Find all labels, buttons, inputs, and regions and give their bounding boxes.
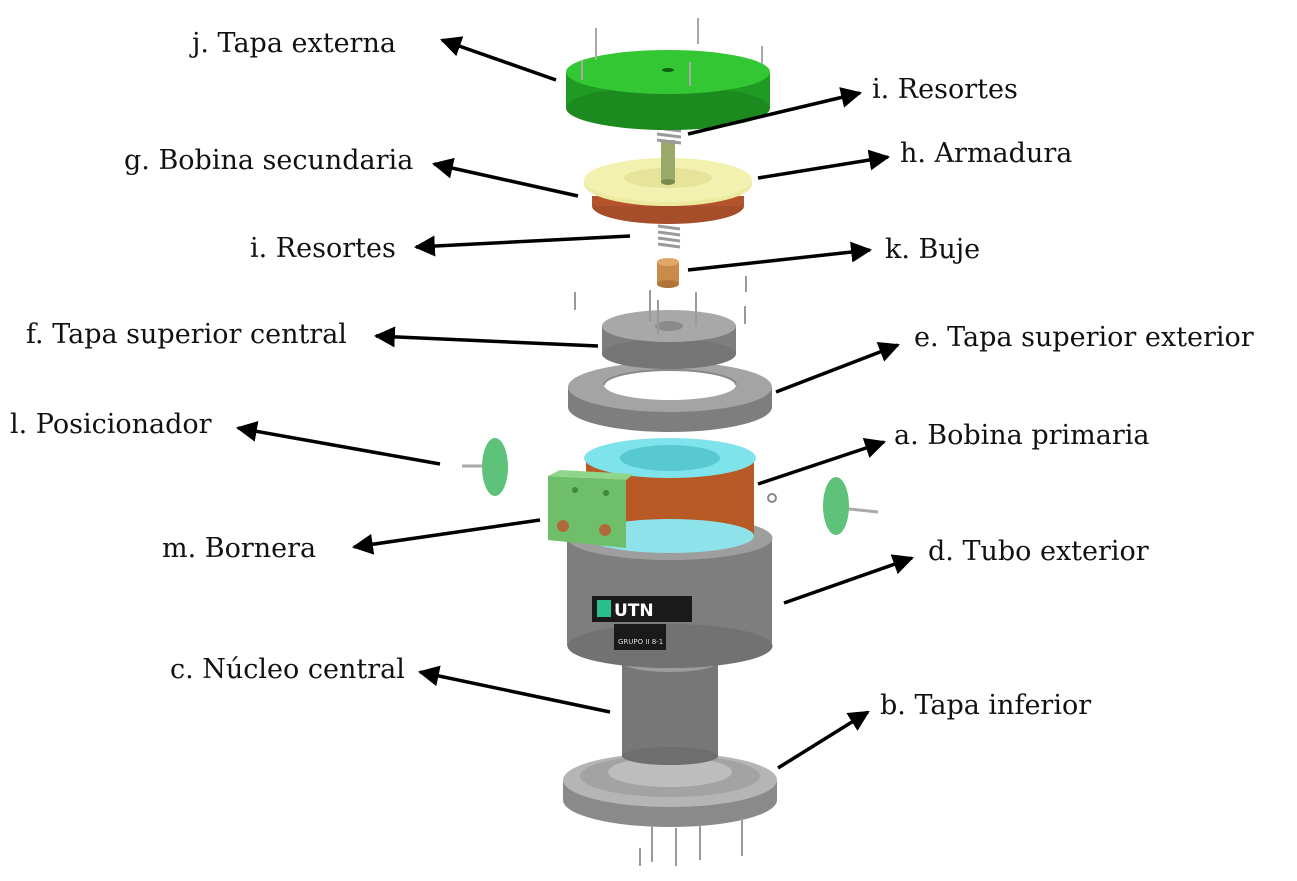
- label-bobina-secundaria: g. Bobina secundaria: [124, 145, 414, 176]
- label-tubo-exterior: d. Tubo exterior: [928, 536, 1149, 567]
- bottom-screws: [639, 818, 743, 866]
- arrow-bobina-primaria: [757, 438, 886, 486]
- tapa-inferior-part: [563, 753, 777, 866]
- label-armadura: h. Armadura: [900, 138, 1073, 169]
- arrow-bobina-secundaria: [431, 157, 579, 198]
- posicionador-left: [462, 438, 508, 496]
- label-bobina-primaria: a. Bobina primaria: [894, 420, 1150, 451]
- arrow-resortes-bottom: [413, 234, 631, 257]
- arrow-nucleo-central: [417, 665, 611, 714]
- resortes-upper-part: [656, 126, 682, 145]
- tapa-superior-exterior-part: [568, 362, 772, 432]
- arrow-tapa-superior-exterior: [775, 341, 900, 394]
- arrow-tubo-exterior: [783, 554, 914, 605]
- arrow-posicionador: [235, 420, 441, 466]
- group-badge-text: GRUPO II 8-1: [618, 638, 663, 646]
- arrow-tapa-inferior: [777, 710, 870, 770]
- label-tapa-superior-exterior: e. Tapa superior exterior: [914, 322, 1254, 353]
- arrow-bornera: [351, 518, 541, 555]
- arrow-armadura: [757, 149, 891, 180]
- leader-arrows: [235, 36, 914, 770]
- label-tapa-inferior: b. Tapa inferior: [880, 690, 1092, 721]
- arrow-tapa-superior-central: [373, 326, 599, 348]
- bornera-part: [548, 470, 634, 548]
- label-nucleo-central: c. Núcleo central: [170, 654, 405, 685]
- label-resortes-top: i. Resortes: [872, 74, 1018, 105]
- tapa-superior-central-part: [574, 276, 747, 369]
- arrow-resortes-top: [687, 87, 863, 136]
- label-resortes-bottom: i. Resortes: [250, 233, 396, 264]
- utn-logo-text: UTN: [614, 601, 654, 621]
- armadura-part: [584, 140, 752, 206]
- label-tapa-externa: j. Tapa externa: [192, 28, 396, 59]
- nucleo-central-part: [622, 652, 718, 765]
- label-posicionador: l. Posicionador: [10, 409, 212, 440]
- label-buje: k. Buje: [885, 234, 981, 265]
- arrow-tapa-externa: [440, 36, 557, 82]
- tapa-externa-part: [566, 18, 770, 130]
- posicionador-right: [767, 477, 879, 535]
- buje-part: [657, 258, 679, 288]
- label-tapa-superior-central: f. Tapa superior central: [26, 319, 347, 350]
- arrow-buje: [687, 241, 873, 272]
- label-bornera: m. Bornera: [162, 533, 317, 564]
- resortes-lower-part: [657, 224, 681, 249]
